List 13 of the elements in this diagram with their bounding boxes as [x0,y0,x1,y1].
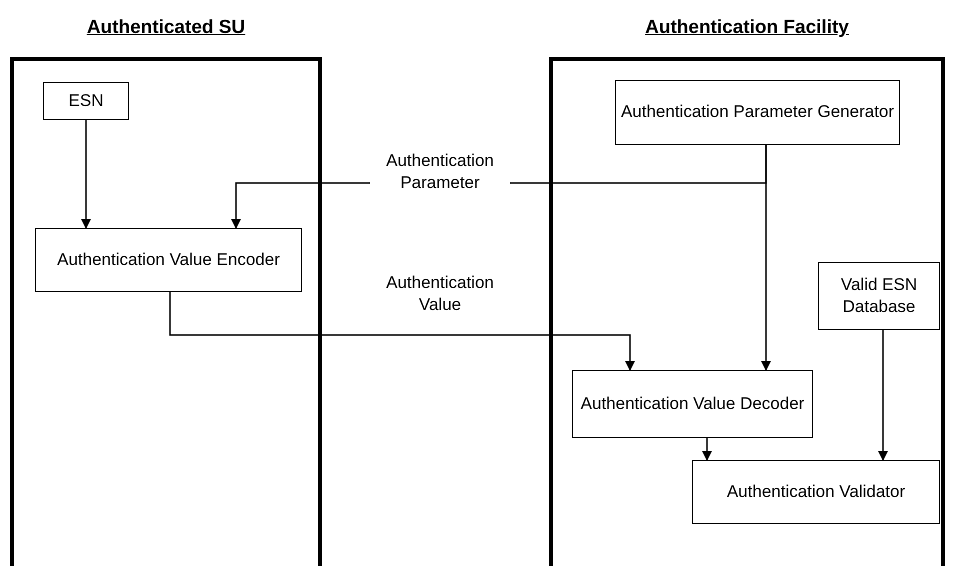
arrow [702,438,712,461]
process-box: Authentication Validator [692,460,940,524]
process-box: Authentication Parameter Generator [615,80,900,145]
arrow [761,145,771,371]
panel-heading: Authentication Facility [645,16,849,40]
panel-heading: Authenticated SU [86,16,246,40]
process-box: ESN [43,82,129,120]
process-box: Authentication Value Decoder [572,370,813,438]
process-box: Authentication Value Encoder [35,228,302,292]
arrow [81,120,91,229]
arrow [169,292,635,371]
process-box: Valid ESN Database [818,262,940,330]
arrow [878,330,888,461]
